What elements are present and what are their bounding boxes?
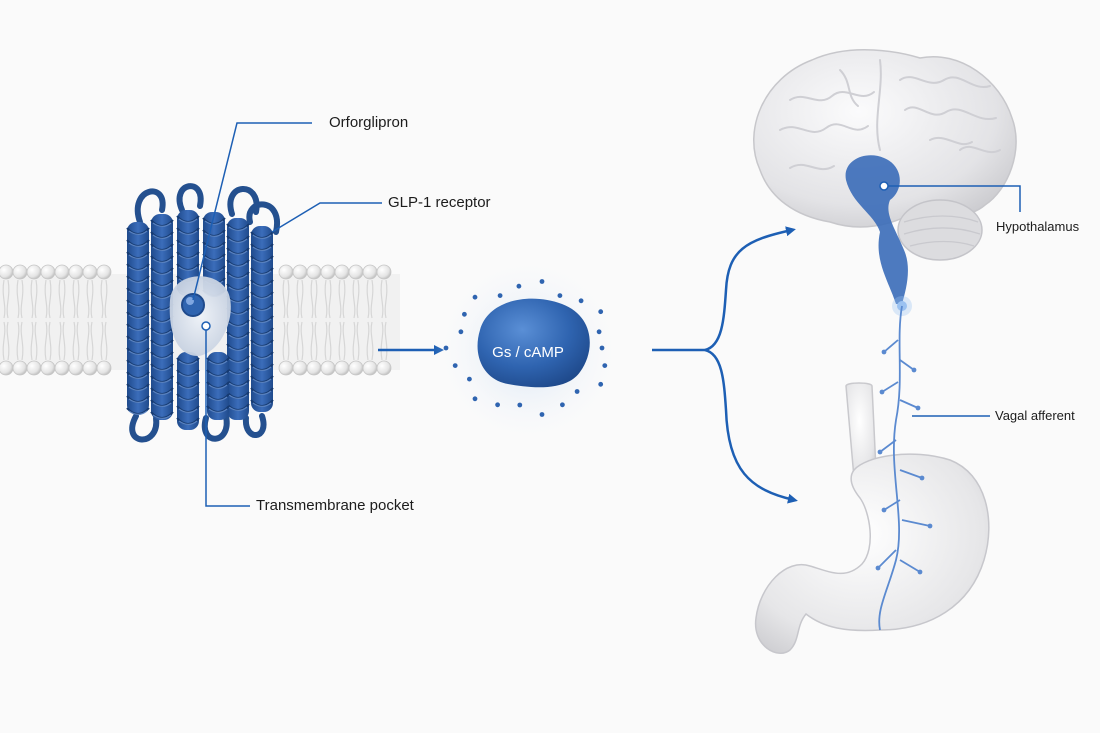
vagal-nerve-icon — [877, 305, 931, 631]
label-transmembrane-pocket: Transmembrane pocket — [256, 497, 414, 514]
gs-camp-icon — [433, 255, 623, 445]
label-vagal-afferent: Vagal afferent — [995, 408, 1075, 423]
branch-arrows — [652, 226, 798, 504]
label-hypothalamus: Hypothalamus — [996, 219, 1080, 234]
brain-icon — [753, 49, 1017, 316]
stomach-icon — [754, 382, 990, 654]
leader-lines-left — [192, 122, 382, 507]
label-gs-camp: Gs / cAMP — [492, 344, 564, 361]
leader-hypothalamus — [884, 185, 1021, 212]
label-orforglipron: Orforglipron — [329, 114, 409, 131]
label-glp1-receptor: GLP-1 receptor — [388, 194, 491, 211]
glp1-receptor-icon — [126, 183, 281, 443]
